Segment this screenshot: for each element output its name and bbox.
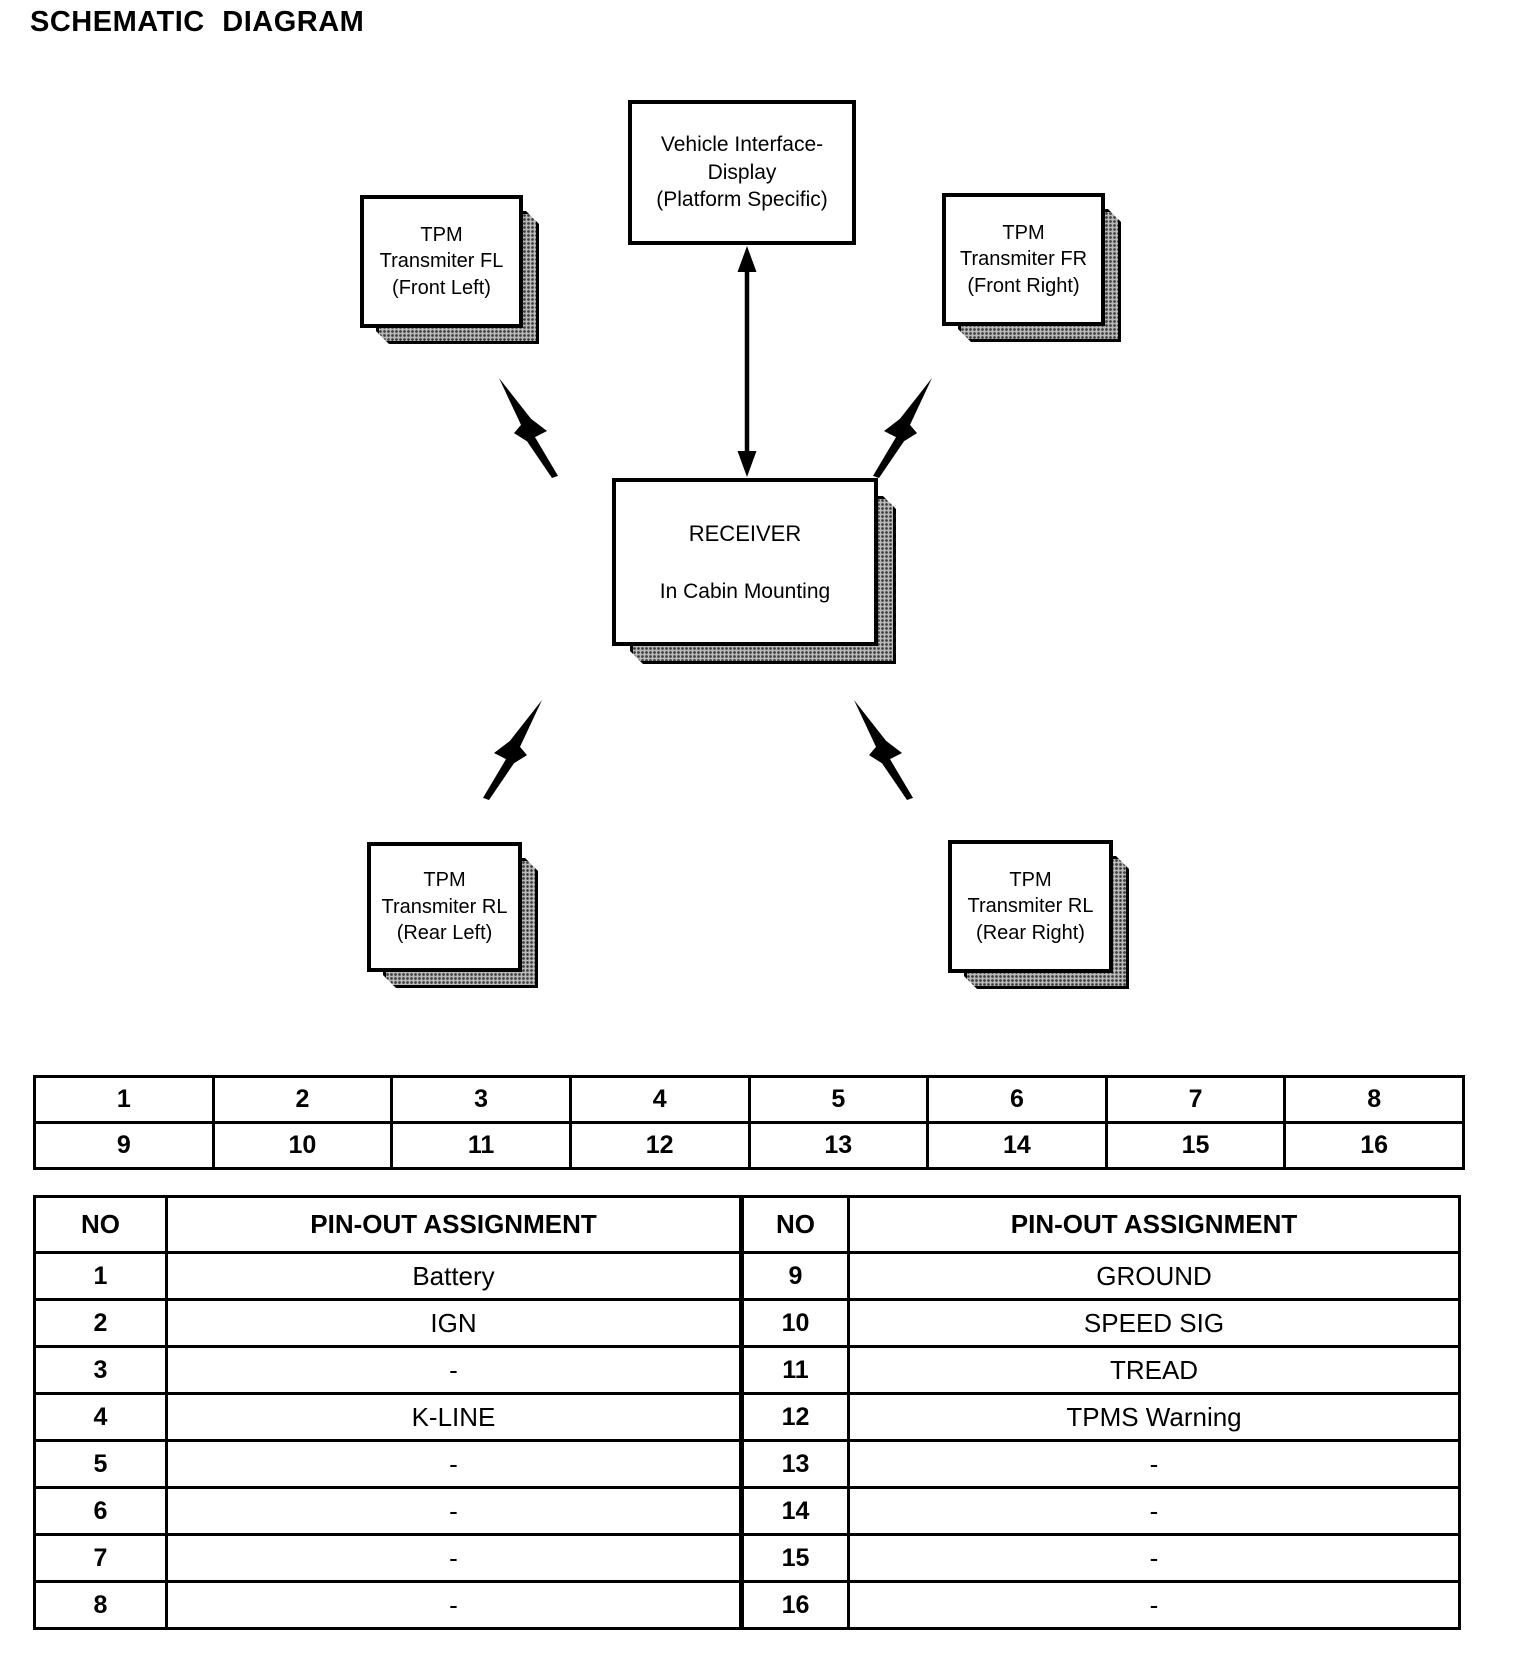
- bidirectional-arrow: [737, 246, 757, 477]
- pin-grid-row: 1 2 3 4 5 6 7 8: [33, 1075, 1465, 1124]
- pin-no: 6: [33, 1486, 168, 1536]
- tpm-fr-label: (Front Right): [967, 274, 1080, 297]
- pin-cell: 1: [33, 1075, 215, 1124]
- pinout-row: 8 - 16 -: [33, 1580, 1461, 1630]
- pinout-table: NO PIN-OUT ASSIGNMENT NO PIN-OUT ASSIGNM…: [33, 1195, 1461, 1630]
- pin-cell: 2: [211, 1075, 394, 1124]
- pin-no: 13: [740, 1439, 850, 1489]
- pin-no: 5: [33, 1439, 168, 1489]
- pin-cell: 5: [747, 1075, 930, 1124]
- pinout-row: 7 - 15 -: [33, 1533, 1461, 1583]
- pin-no: 1: [33, 1251, 168, 1301]
- pin-grid-row: 9 10 11 12 13 14 15 16: [33, 1121, 1465, 1170]
- pinout-row: 1 Battery 9 GROUND: [33, 1251, 1461, 1301]
- rf-signal-bolt-icon: [497, 378, 561, 480]
- pinout-header-no: NO: [740, 1195, 850, 1254]
- receiver-box: RECEIVER In Cabin Mounting: [612, 478, 878, 646]
- pin-assignment: -: [165, 1580, 744, 1630]
- pinout-row: 5 - 13 -: [33, 1439, 1461, 1489]
- pin-cell: 15: [1104, 1121, 1287, 1170]
- pin-cell: 4: [568, 1075, 751, 1124]
- pin-assignment: GROUND: [847, 1251, 1461, 1301]
- vehicle-interface-label: Vehicle Interface-: [660, 132, 824, 156]
- pin-assignment: -: [847, 1580, 1461, 1630]
- pin-cell: 11: [390, 1121, 572, 1170]
- pin-assignment: -: [165, 1345, 744, 1395]
- tpm-rr-label: (Rear Right): [976, 921, 1085, 944]
- pin-assignment: TPMS Warning: [847, 1392, 1461, 1442]
- pin-no: 7: [33, 1533, 168, 1583]
- pin-no: 3: [33, 1345, 168, 1395]
- pin-cell: 13: [747, 1121, 930, 1170]
- rf-signal-bolt-icon: [480, 700, 544, 802]
- pin-cell: 10: [211, 1121, 394, 1170]
- tpm-fl-label: (Front Left): [392, 276, 491, 299]
- pin-assignment: -: [165, 1439, 744, 1489]
- rf-signal-bolt-icon: [870, 378, 934, 480]
- pinout-header-no: NO: [33, 1195, 168, 1254]
- tpm-fr-box: TPM Transmiter FR (Front Right): [942, 193, 1105, 326]
- pin-no: 12: [740, 1392, 850, 1442]
- pin-no: 15: [740, 1533, 850, 1583]
- pin-cell: 3: [390, 1075, 572, 1124]
- tpm-fl-label: TPM: [420, 223, 463, 246]
- vehicle-interface-label: Display: [707, 160, 777, 184]
- tpm-rl-label: TPM: [423, 869, 466, 892]
- pin-no: 8: [33, 1580, 168, 1630]
- vehicle-interface-label: (Platform Specific): [656, 188, 828, 212]
- pin-assignment: -: [847, 1486, 1461, 1536]
- pin-no: 10: [740, 1298, 850, 1348]
- pin-cell: 14: [926, 1121, 1108, 1170]
- tpm-fl-label: Transmiter FL: [379, 250, 504, 273]
- pinout-header-assignment: PIN-OUT ASSIGNMENT: [847, 1195, 1461, 1254]
- pin-no: 11: [740, 1345, 850, 1395]
- pin-assignment: -: [165, 1486, 744, 1536]
- tpm-rr-label: Transmiter RL: [967, 895, 1094, 918]
- pin-no: 14: [740, 1486, 850, 1536]
- pin-assignment: IGN: [165, 1298, 744, 1348]
- pin-cell: 9: [33, 1121, 215, 1170]
- pin-no: 2: [33, 1298, 168, 1348]
- pinout-row: 6 - 14 -: [33, 1486, 1461, 1536]
- pinout-header-row: NO PIN-OUT ASSIGNMENT NO PIN-OUT ASSIGNM…: [33, 1195, 1461, 1254]
- pin-number-grid: 1 2 3 4 5 6 7 8 9 10 11 12 13 14 15 16: [33, 1075, 1465, 1170]
- tpm-fr-label: Transmiter FR: [959, 248, 1088, 271]
- tpm-rl-label: (Rear Left): [396, 922, 493, 945]
- pin-cell: 8: [1283, 1075, 1465, 1124]
- pin-assignment: -: [847, 1439, 1461, 1489]
- tpm-rr-label: TPM: [1009, 868, 1052, 891]
- pin-assignment: -: [847, 1533, 1461, 1583]
- pin-assignment: -: [165, 1533, 744, 1583]
- tpm-fr-label: TPM: [1002, 221, 1045, 244]
- pin-no: 16: [740, 1580, 850, 1630]
- pin-assignment: K-LINE: [165, 1392, 744, 1442]
- rf-signal-bolt-icon: [852, 700, 916, 802]
- pin-no: 9: [740, 1251, 850, 1301]
- pin-cell: 6: [926, 1075, 1108, 1124]
- pin-assignment: SPEED SIG: [847, 1298, 1461, 1348]
- pin-assignment: TREAD: [847, 1345, 1461, 1395]
- pinout-header-assignment: PIN-OUT ASSIGNMENT: [165, 1195, 744, 1254]
- pin-no: 4: [33, 1392, 168, 1442]
- pinout-row: 3 - 11 TREAD: [33, 1345, 1461, 1395]
- receiver-subtitle: In Cabin Mounting: [659, 579, 831, 603]
- pinout-row: 2 IGN 10 SPEED SIG: [33, 1298, 1461, 1348]
- pin-cell: 12: [568, 1121, 751, 1170]
- tpm-rl-box: TPM Transmiter RL (Rear Left): [367, 842, 522, 972]
- pin-cell: 7: [1104, 1075, 1287, 1124]
- pin-cell: 16: [1283, 1121, 1465, 1170]
- vehicle-interface-box: Vehicle Interface- Display (Platform Spe…: [628, 100, 856, 245]
- pin-assignment: Battery: [165, 1251, 744, 1301]
- tpm-rr-box: TPM Transmiter RL (Rear Right): [948, 840, 1113, 973]
- page-title: SCHEMATIC DIAGRAM: [30, 6, 365, 38]
- pinout-row: 4 K-LINE 12 TPMS Warning: [33, 1392, 1461, 1442]
- tpm-fl-box: TPM Transmiter FL (Front Left): [360, 195, 523, 328]
- receiver-title: RECEIVER: [688, 520, 802, 546]
- tpm-rl-label: Transmiter RL: [381, 895, 508, 918]
